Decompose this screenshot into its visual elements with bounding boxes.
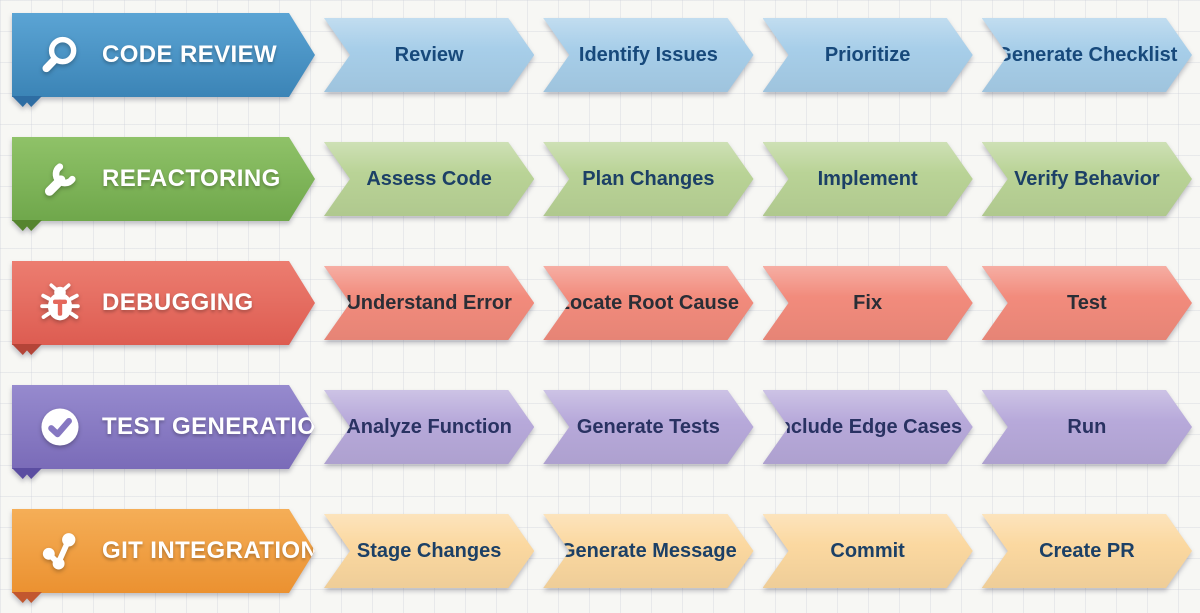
workflow-step: Understand Error [324, 266, 534, 340]
workflow-header-debugging: DEBUGGING [12, 261, 315, 345]
workflow-row-refactoring: REFACTORING Assess Code Plan Changes Imp… [12, 137, 1192, 231]
workflow-step: Plan Changes [543, 142, 753, 216]
workflow-step: Generate Message [543, 514, 753, 588]
workflow-step: Include Edge Cases [763, 390, 973, 464]
workflow-header-git-integration: GIT INTEGRATION [12, 509, 315, 593]
ribbon-fold [12, 96, 42, 107]
workflow-step: Commit [763, 514, 973, 588]
workflow-title: TEST GENERATION [102, 413, 335, 440]
workflow-title: GIT INTEGRATION [102, 537, 319, 564]
workflow-step: Implement [763, 142, 973, 216]
workflow-step: Stage Changes [324, 514, 534, 588]
workflow-step: Analyze Function [324, 390, 534, 464]
workflow-step: Fix [763, 266, 973, 340]
workflow-row-debugging: DEBUGGING Understand Error Locate Root C… [12, 261, 1192, 355]
workflow-step: Create PR [982, 514, 1192, 588]
check-circle-icon [39, 406, 81, 448]
workflow-step: Review [324, 18, 534, 92]
workflow-title: DEBUGGING [102, 289, 254, 316]
workflow-step: Generate Tests [543, 390, 753, 464]
workflow-step: Identify Issues [543, 18, 753, 92]
search-icon [39, 34, 81, 76]
ribbon-fold [12, 592, 42, 603]
workflow-step: Run [982, 390, 1192, 464]
workflow-header-code-review: CODE REVIEW [12, 13, 315, 97]
workflow-row-code-review: CODE REVIEW Review Identify Issues Prior… [12, 13, 1192, 107]
workflow-row-git-integration: GIT INTEGRATION Stage Changes Generate M… [12, 509, 1192, 603]
workflow-step: Assess Code [324, 142, 534, 216]
ribbon-fold [12, 344, 42, 355]
wrench-icon [39, 158, 81, 200]
ribbon-fold [12, 220, 42, 231]
workflow-title: REFACTORING [102, 165, 281, 192]
workflow-header-test-generation: TEST GENERATION [12, 385, 315, 469]
workflow-title: CODE REVIEW [102, 41, 278, 68]
workflow-row-test-generation: TEST GENERATION Analyze Function Generat… [12, 385, 1192, 479]
bug-icon [39, 282, 81, 324]
workflow-step: Verify Behavior [982, 142, 1192, 216]
git-branch-icon [39, 530, 81, 572]
workflow-header-refactoring: REFACTORING [12, 137, 315, 221]
workflow-step: Prioritize [763, 18, 973, 92]
workflow-step: Generate Checklist [982, 18, 1192, 92]
ribbon-fold [12, 468, 42, 479]
workflow-step: Test [982, 266, 1192, 340]
workflow-step: Locate Root Cause [543, 266, 753, 340]
